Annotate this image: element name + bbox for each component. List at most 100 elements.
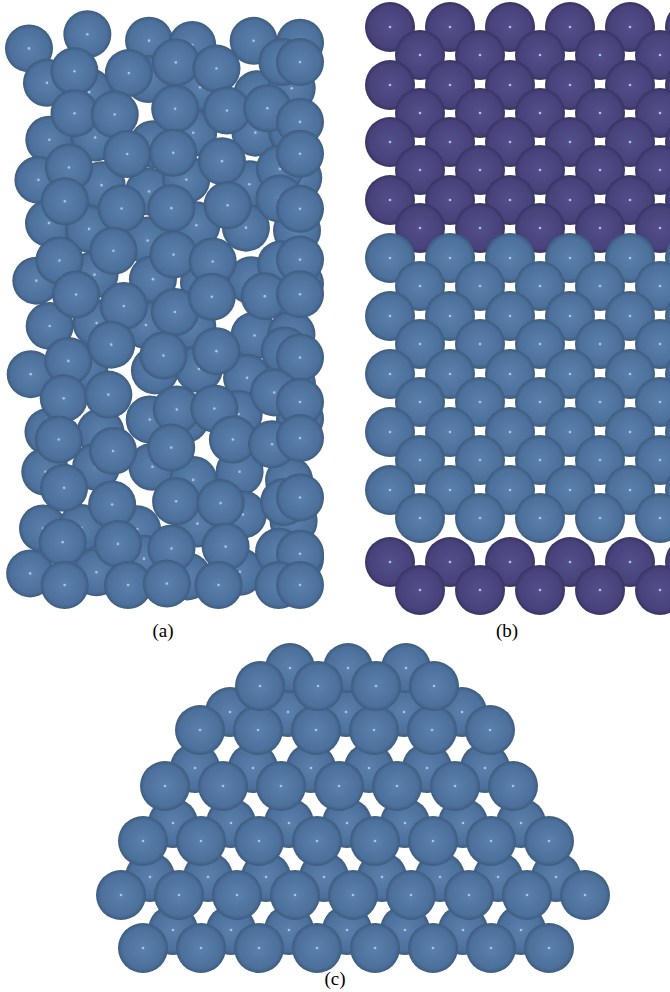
atom-highlight: [299, 437, 302, 440]
atom-sphere: [276, 38, 324, 86]
atom-highlight: [520, 822, 523, 825]
atom-highlight: [479, 459, 482, 462]
atom-highlight: [142, 840, 145, 843]
atom-highlight: [172, 929, 175, 932]
atom-sphere: [408, 923, 458, 973]
atom-sphere: [455, 493, 505, 543]
atom-highlight: [48, 325, 51, 328]
atom-highlight: [629, 199, 632, 202]
atom-highlight: [252, 40, 255, 43]
atom-highlight: [569, 315, 572, 318]
atom-highlight: [73, 112, 76, 115]
atom-highlight: [375, 685, 378, 688]
atom-sphere: [192, 327, 240, 375]
atom-highlight: [299, 208, 302, 211]
atom-highlight: [374, 947, 377, 950]
atom-highlight: [254, 131, 257, 134]
atom-sphere: [515, 565, 565, 615]
atom-sphere: [407, 705, 457, 755]
atom-sphere: [96, 870, 146, 920]
atom-highlight: [316, 947, 319, 950]
atom-sphere: [39, 518, 87, 566]
atom-highlight: [479, 169, 482, 172]
atom-highlight: [148, 190, 151, 193]
atom-highlight: [120, 894, 123, 897]
atom-highlight: [449, 257, 452, 260]
amorphous-atoms: [5, 10, 324, 609]
atom-highlight: [37, 179, 40, 182]
atom-highlight: [88, 91, 91, 94]
atom-highlight: [479, 517, 482, 520]
atom-highlight: [120, 207, 123, 210]
atom-highlight: [128, 72, 131, 75]
atom-highlight: [215, 67, 218, 70]
atom-highlight: [659, 54, 662, 57]
atom-highlight: [419, 227, 422, 230]
atom-highlight: [149, 876, 152, 879]
atom-sphere: [349, 705, 399, 755]
atom-highlight: [192, 131, 195, 134]
atom-highlight: [200, 840, 203, 843]
atom-highlight: [396, 785, 399, 788]
atom-highlight: [569, 257, 572, 260]
atom-highlight: [484, 767, 487, 770]
atom-highlight: [299, 356, 302, 359]
atom-highlight: [211, 295, 214, 298]
atom-highlight: [46, 82, 49, 85]
atom-highlight: [629, 315, 632, 318]
atom-highlight: [299, 293, 302, 296]
atom-sphere: [466, 816, 516, 866]
atom-highlight: [175, 500, 178, 503]
atom-highlight: [28, 47, 31, 50]
atom-highlight: [338, 785, 341, 788]
atom-sphere: [270, 870, 320, 920]
atom-sphere: [176, 816, 226, 866]
atom-highlight: [389, 431, 392, 434]
atom-highlight: [509, 489, 512, 492]
atom-sphere: [455, 565, 505, 615]
atom-highlight: [248, 183, 251, 186]
atom-sphere: [350, 923, 400, 973]
atom-highlight: [263, 295, 266, 298]
panel-label: (b): [496, 620, 518, 642]
atom-highlight: [389, 199, 392, 202]
atom-sphere: [192, 45, 240, 93]
atom-highlight: [170, 446, 173, 449]
atom-sphere: [276, 270, 324, 318]
atom-highlight: [266, 107, 269, 110]
atom-highlight: [127, 584, 130, 587]
atom-highlight: [509, 141, 512, 144]
atom-highlight: [229, 711, 232, 714]
atom-sphere: [234, 816, 284, 866]
atom-sphere: [197, 479, 245, 527]
atom-highlight: [175, 408, 178, 411]
atom-highlight: [419, 517, 422, 520]
atom-highlight: [253, 334, 256, 337]
atom-highlight: [373, 729, 376, 732]
atom-highlight: [257, 729, 260, 732]
atom-highlight: [509, 561, 512, 564]
atom-sphere: [560, 870, 610, 920]
atom-highlight: [299, 552, 302, 555]
atom-highlight: [88, 228, 91, 231]
atom-highlight: [315, 729, 318, 732]
atom-highlight: [310, 767, 313, 770]
atom-highlight: [599, 343, 602, 346]
atom-highlight: [166, 582, 169, 585]
atom-highlight: [629, 26, 632, 29]
atom-highlight: [599, 589, 602, 592]
atom-highlight: [629, 141, 632, 144]
atom-highlight: [490, 840, 493, 843]
atom-highlight: [346, 822, 349, 825]
atom-highlight: [352, 894, 355, 897]
atom-highlight: [211, 260, 214, 263]
cluster-atoms: [96, 643, 610, 973]
atom-highlight: [659, 401, 662, 404]
atom-highlight: [419, 459, 422, 462]
atom-highlight: [110, 343, 113, 346]
atom-highlight: [404, 822, 407, 825]
atom-highlight: [599, 459, 602, 462]
atom-sphere: [52, 271, 100, 319]
atom-sphere: [40, 374, 88, 422]
atom-sphere: [291, 705, 341, 755]
